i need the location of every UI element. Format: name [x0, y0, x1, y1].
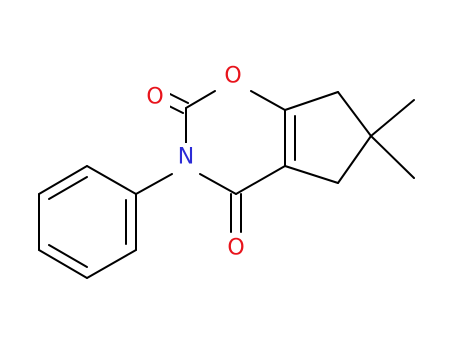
atom-n-ring: N	[178, 145, 194, 170]
bond-ph-inner-c	[48, 176, 88, 200]
bond-c7a-c7	[284, 91, 339, 111]
bond-ph-inner-b	[48, 244, 88, 268]
bonds	[38, 90, 415, 279]
label-bg-o-top	[140, 83, 170, 111]
bond-c2-o-double-a	[167, 92, 189, 104]
atom-o-ring: O	[224, 64, 241, 89]
atom-labels: O O N O	[140, 62, 251, 262]
atom-o-carbonyl-top: O	[146, 85, 163, 110]
bond-c4-n3	[199, 173, 237, 195]
label-bg-n	[171, 143, 201, 171]
label-bg-o-ring	[218, 62, 248, 90]
bond-c6-methyl-b	[370, 135, 415, 179]
bond-c6-c5	[337, 135, 372, 184]
bond-c4a-c4	[235, 165, 286, 195]
bond-n3-phenyl	[135, 173, 173, 195]
bond-c6-methyl-a	[370, 99, 415, 137]
bond-c7-c6	[337, 91, 372, 137]
bond-c5-c4a	[284, 165, 339, 184]
bond-o1-c7a	[250, 90, 286, 111]
label-bg-o-bottom	[221, 234, 251, 262]
bond-ph-6-1	[86, 165, 137, 195]
atom-o-carbonyl-bottom: O	[227, 236, 244, 261]
bond-ph-3-4	[38, 249, 88, 279]
bond-ph-5-6	[38, 165, 88, 195]
bond-c2-o1	[185, 90, 216, 109]
bond-ph-2-3	[86, 249, 137, 279]
